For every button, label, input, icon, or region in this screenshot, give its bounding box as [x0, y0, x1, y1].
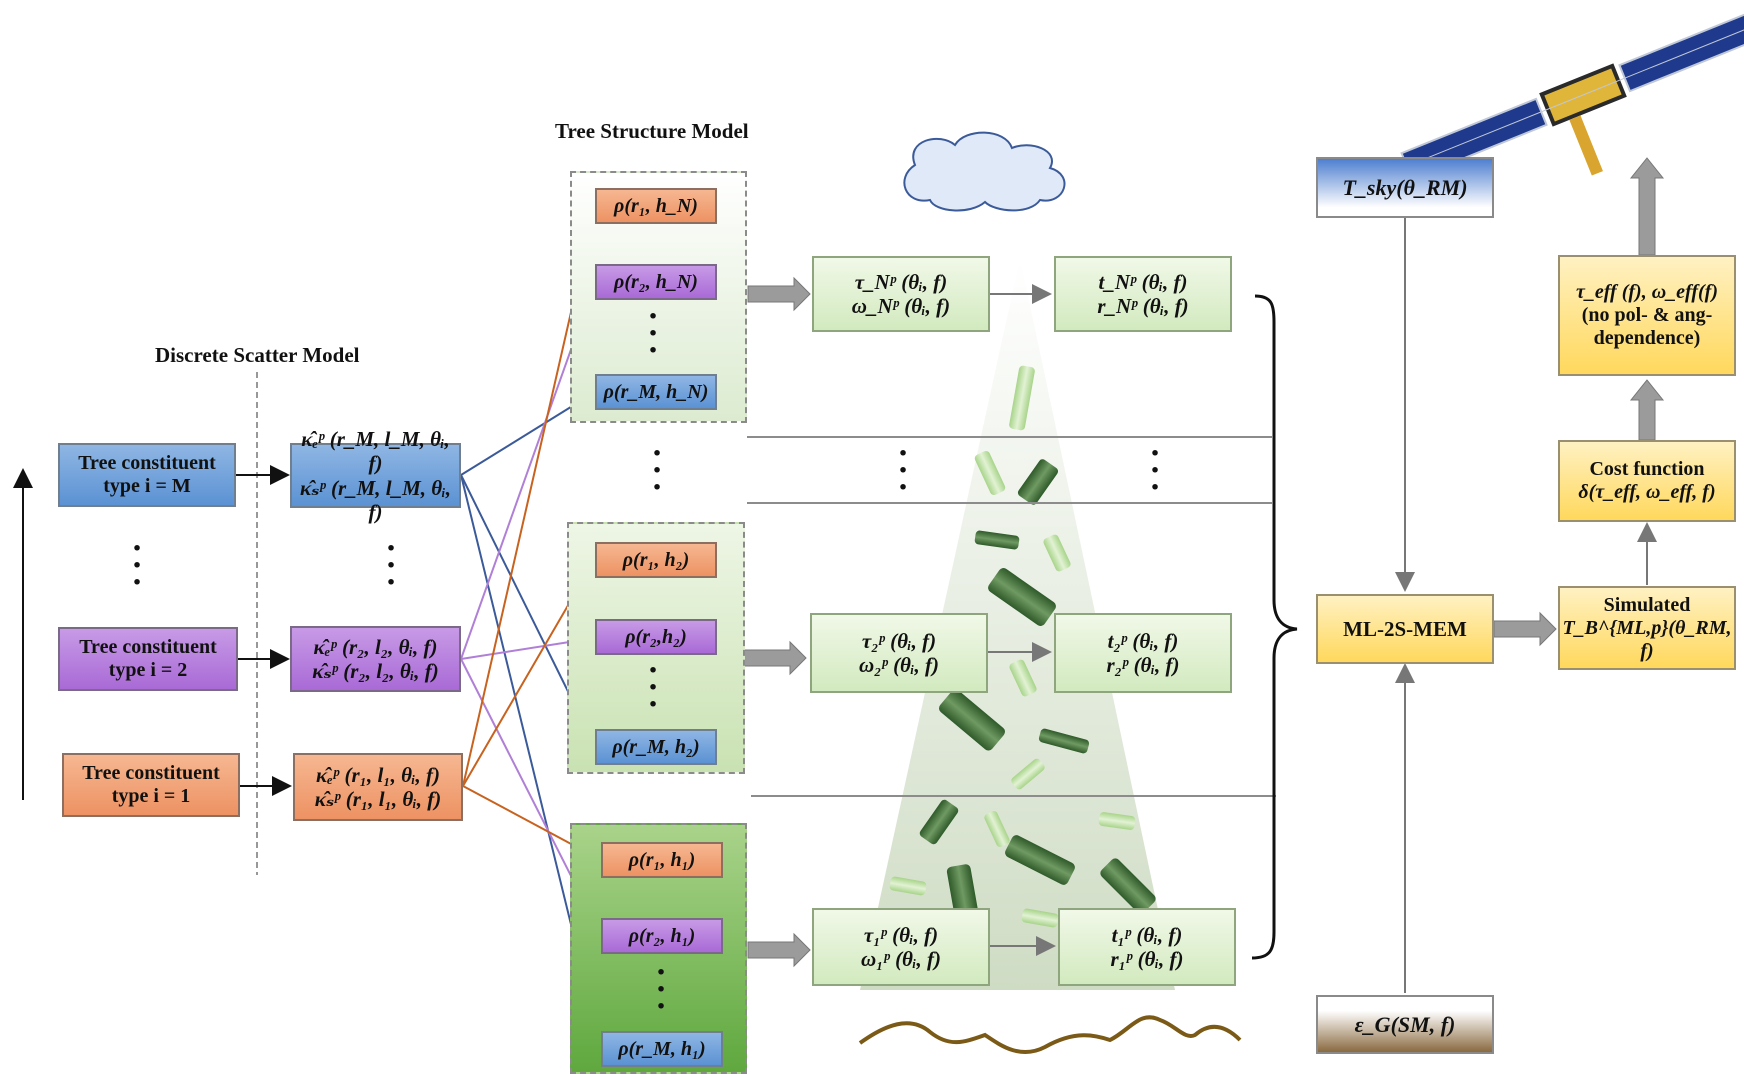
cost-function-label: Cost function	[1589, 458, 1705, 480]
optical-depth: τ₁ᵖ (θᵢ, f)	[863, 922, 939, 947]
layer-1-optical-depth-albedo: τ₁ᵖ (θᵢ, f) ω₁ᵖ (θᵢ, f)	[812, 908, 990, 986]
extinction-scattering-box-m: κ̂ₑᵖ (r_M, l_M, θᵢ, f) κ̂ₛᵖ (r_M, l_M, θ…	[290, 427, 461, 524]
ground-permittivity-box: ε_G(SM, f)	[1316, 995, 1494, 1054]
ellipsis-vertical: ···	[131, 530, 143, 601]
layer-2-optical-depth-albedo: τ₂ᵖ (θᵢ, f) ω₂ᵖ (θᵢ, f)	[810, 613, 988, 693]
ml-2s-mem-box: ML-2S-MEM	[1316, 594, 1494, 664]
density-box-rm-hn: ρ(r_M, h_N)	[595, 374, 717, 410]
effective-parameters-note: dependence)	[1593, 327, 1701, 349]
reflectivity: r_Nᵖ (θᵢ, f)	[1097, 294, 1189, 318]
extinction-scattering-box-1: κ̂ₑᵖ (r₁, l₁, θᵢ, f) κ̂ₛᵖ (r₁, l₁, θᵢ, f…	[293, 753, 463, 821]
effective-parameters-box: τ_eff (f), ω_eff(f) (no pol- & ang- depe…	[1558, 255, 1736, 376]
density-box-r2-h2: ρ(r₂,h₂)	[595, 619, 717, 655]
ellipsis-vertical: ···	[647, 652, 659, 723]
reflectivity: r₂ᵖ (θᵢ, f)	[1106, 653, 1180, 677]
constituent-label: Tree constituent	[78, 452, 216, 474]
density-box-r1-h1: ρ(r₁, h₁)	[601, 842, 723, 878]
density-box-rm-h2: ρ(r_M, h₂)	[595, 729, 717, 765]
single-scattering-albedo: ω_Nᵖ (θᵢ, f)	[851, 294, 951, 318]
cost-function-formula: δ(τ_eff, ω_eff, f)	[1578, 481, 1716, 503]
transmissivity: t₁ᵖ (θᵢ, f)	[1111, 922, 1183, 947]
density-box-r2-h1: ρ(r₂, h₁)	[601, 918, 723, 954]
optical-depth: τ_Nᵖ (θᵢ, f)	[854, 269, 948, 294]
scattering-coefficient: κ̂ₛᵖ (r₁, l₁, θᵢ, f)	[314, 787, 442, 811]
scattering-coefficient: κ̂ₛᵖ (r_M, l_M, θᵢ, f)	[299, 475, 452, 524]
constituent-type-2: Tree constituent type i = 2	[58, 627, 238, 691]
extinction-coefficient: κ̂ₑᵖ (r₁, l₁, θᵢ, f)	[315, 762, 441, 787]
scatterer-cylinders	[889, 365, 1156, 936]
simulated-brightness-temperature-box: Simulated T_B^{ML,p}(θ_RM, f)	[1558, 586, 1736, 670]
effective-parameters-note: (no pol- & ang-	[1581, 304, 1713, 326]
ellipsis-vertical: ···	[647, 298, 659, 369]
tree-structure-model-title: Tree Structure Model	[555, 119, 749, 143]
extinction-coefficient: κ̂ₑᵖ (r_M, l_M, θᵢ, f)	[301, 427, 450, 476]
ellipsis-vertical: ···	[897, 435, 909, 506]
constituent-index: type i = 1	[111, 785, 191, 807]
constituent-label: Tree constituent	[82, 762, 220, 784]
optical-depth: τ₂ᵖ (θᵢ, f)	[861, 628, 937, 653]
constituent-index: type i = M	[103, 475, 191, 497]
transmissivity: t₂ᵖ (θᵢ, f)	[1107, 628, 1179, 653]
reflectivity: r₁ᵖ (θᵢ, f)	[1110, 947, 1184, 971]
extinction-scattering-box-2: κ̂ₑᵖ (r₂, l₂, θᵢ, f) κ̂ₛᵖ (r₂, l₂, θᵢ, f…	[290, 626, 461, 692]
cost-function-box: Cost function δ(τ_eff, ω_eff, f)	[1558, 440, 1736, 522]
ellipsis-vertical: ···	[1149, 435, 1161, 506]
simulated-label: Simulated	[1603, 593, 1691, 616]
ellipsis-vertical: ···	[655, 954, 667, 1025]
density-box-rm-h1: ρ(r_M, h₁)	[601, 1031, 723, 1067]
sky-temperature-box: T_sky(θ_RM)	[1316, 157, 1494, 218]
transmissivity: t_Nᵖ (θᵢ, f)	[1098, 269, 1188, 294]
layer-1-transmissivity-reflectivity: t₁ᵖ (θᵢ, f) r₁ᵖ (θᵢ, f)	[1058, 908, 1236, 986]
constituent-label: Tree constituent	[79, 636, 217, 658]
constituent-type-1: Tree constituent type i = 1	[62, 753, 240, 817]
curly-brace	[1251, 294, 1298, 960]
single-scattering-albedo: ω₂ᵖ (θᵢ, f)	[858, 653, 940, 677]
constituent-index: type i = 2	[108, 659, 188, 681]
single-scattering-albedo: ω₁ᵖ (θᵢ, f)	[860, 947, 942, 971]
constituent-type-m: Tree constituent type i = M	[58, 443, 236, 507]
density-box-r1-hn: ρ(r₁, h_N)	[595, 188, 717, 224]
layer-n-optical-depth-albedo: τ_Nᵖ (θᵢ, f) ω_Nᵖ (θᵢ, f)	[812, 256, 990, 332]
density-box-r1-h2: ρ(r₁, h₂)	[595, 542, 717, 578]
cloud-icon	[903, 131, 1066, 212]
extinction-coefficient: κ̂ₑᵖ (r₂, l₂, θᵢ, f)	[313, 634, 438, 659]
effective-parameters: τ_eff (f), ω_eff(f)	[1576, 281, 1718, 303]
ground-line	[858, 1015, 1242, 1054]
layer-n-transmissivity-reflectivity: t_Nᵖ (θᵢ, f) r_Nᵖ (θᵢ, f)	[1054, 256, 1232, 332]
ellipsis-vertical: ···	[651, 435, 663, 506]
discrete-scatter-model-title: Discrete Scatter Model	[155, 343, 360, 367]
scattering-coefficient: κ̂ₛᵖ (r₂, l₂, θᵢ, f)	[312, 659, 439, 683]
density-box-r2-hn: ρ(r₂, h_N)	[595, 264, 717, 300]
brightness-temperature: T_B^{ML,p}(θ_RM, f)	[1562, 616, 1732, 662]
satellite-icon	[1400, 9, 1744, 181]
layer-2-transmissivity-reflectivity: t₂ᵖ (θᵢ, f) r₂ᵖ (θᵢ, f)	[1054, 613, 1232, 693]
ellipsis-vertical: ···	[385, 530, 397, 601]
